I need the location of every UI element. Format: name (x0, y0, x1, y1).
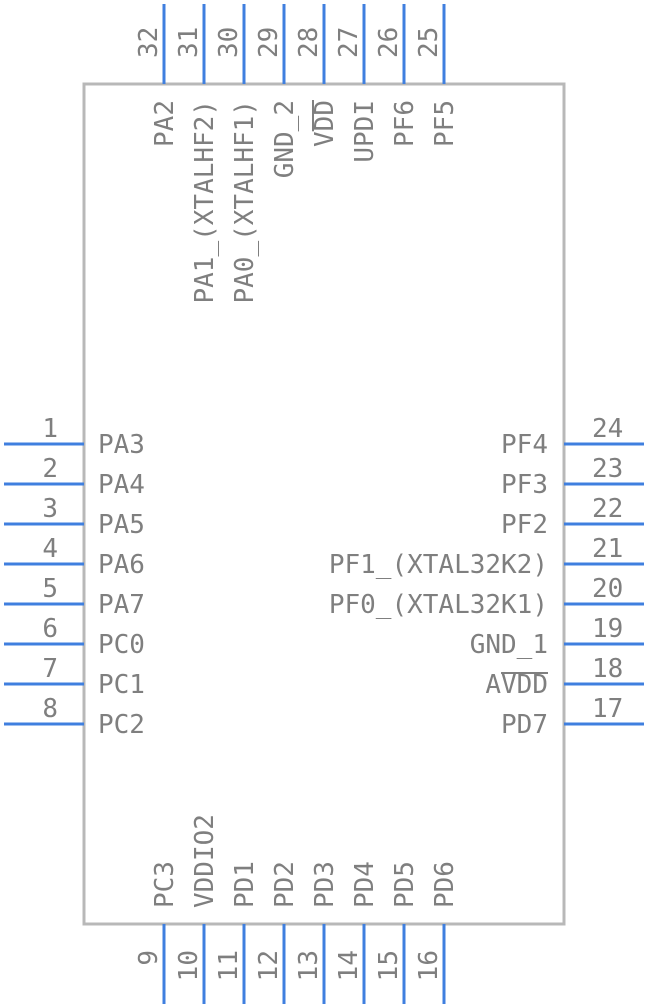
pin-32-name: PA2 (150, 100, 180, 147)
pin-25-number: 25 (414, 27, 444, 58)
pin-24-name: PF4 (501, 430, 548, 460)
pin-20-number: 20 (592, 574, 623, 604)
pin-19-number: 19 (592, 614, 623, 644)
pin-5-number: 5 (42, 574, 58, 604)
pin-6-number: 6 (42, 614, 58, 644)
pin-3-number: 3 (42, 494, 58, 524)
pin-23-name: PF3 (501, 470, 548, 500)
pin-15-number: 15 (374, 950, 404, 981)
pin-1-number: 1 (42, 414, 58, 444)
pin-8-number: 8 (42, 694, 58, 724)
pin-23-number: 23 (592, 454, 623, 484)
pin-31-name: PA1_(XTALHF2) (190, 100, 220, 304)
pin-30-name: PA0_(XTALHF1) (230, 100, 260, 304)
pin-13-number: 13 (294, 950, 324, 981)
pin-24-number: 24 (592, 414, 623, 444)
pin-6-name: PC0 (98, 630, 145, 660)
pin-9-name: PC3 (150, 861, 180, 908)
pin-20-name: PF0_(XTAL32K1) (329, 590, 548, 620)
pin-4-name: PA6 (98, 550, 145, 580)
pin-26-number: 26 (374, 27, 404, 58)
pin-16-number: 16 (414, 950, 444, 981)
pin-11-name: PD1 (230, 861, 260, 908)
pin-17-number: 17 (592, 694, 623, 724)
pin-8-name: PC2 (98, 710, 145, 740)
pin-14-name: PD4 (350, 861, 380, 908)
pin-19-name: GND_1 (470, 630, 548, 660)
pin-2-name: PA4 (98, 470, 145, 500)
pin-15-name: PD5 (390, 861, 420, 908)
pin-22-name: PF2 (501, 510, 548, 540)
pin-30-number: 30 (214, 27, 244, 58)
pin-2-number: 2 (42, 454, 58, 484)
pin-28-number: 28 (294, 27, 324, 58)
pin-9-number: 9 (134, 950, 164, 966)
pin-16-name: PD6 (430, 861, 460, 908)
pin-7-name: PC1 (98, 670, 145, 700)
pin-3-name: PA5 (98, 510, 145, 540)
pin-10-number: 10 (174, 950, 204, 981)
pin-1-name: PA3 (98, 430, 145, 460)
ic-body-outline (82, 82, 566, 926)
pin-11-number: 11 (214, 950, 244, 981)
pin-18-number: 18 (592, 654, 623, 684)
pin-22-number: 22 (592, 494, 623, 524)
pin-29-number: 29 (254, 27, 284, 58)
pin-32-number: 32 (134, 27, 164, 58)
pin-21-number: 21 (592, 534, 623, 564)
pin-21-name: PF1_(XTAL32K2) (329, 550, 548, 580)
pin-13-name: PD3 (310, 861, 340, 908)
pin-27-name: UPDI (350, 100, 380, 163)
pin-14-number: 14 (334, 950, 364, 981)
pin-31-number: 31 (174, 27, 204, 58)
pin-26-name: PF6 (390, 100, 420, 147)
pin-29-name: GND_2 (270, 100, 300, 178)
pin-28-name: VDD (310, 100, 340, 147)
pin-12-name: PD2 (270, 861, 300, 908)
pin-18-name: AVDD (485, 670, 548, 700)
pin-12-number: 12 (254, 950, 284, 981)
pin-5-name: PA7 (98, 590, 145, 620)
pin-4-number: 4 (42, 534, 58, 564)
pin-10-name: VDDIO2 (190, 814, 220, 908)
pin-27-number: 27 (334, 27, 364, 58)
pin-25-name: PF5 (430, 100, 460, 147)
pin-7-number: 7 (42, 654, 58, 684)
pin-17-name: PD7 (501, 710, 548, 740)
